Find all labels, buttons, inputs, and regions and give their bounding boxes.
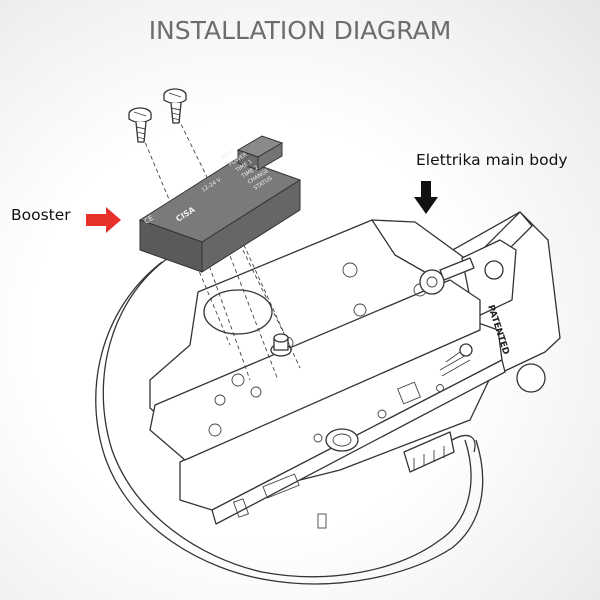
page-title: INSTALLATION DIAGRAM (148, 16, 452, 45)
screw-left (128, 107, 152, 143)
screw-right (163, 88, 187, 124)
main-body-arrow (414, 181, 438, 214)
main-body: PATENTED (149, 211, 561, 529)
booster-label: Booster (11, 206, 71, 224)
booster-module: CE CISA 12-24 V INPUT POWER TIME 1 TIME … (138, 135, 302, 273)
booster-arrow (86, 207, 121, 233)
main-body-label: Elettrika main body (416, 151, 568, 169)
booster-ce-mark: CE (143, 214, 155, 226)
cable-loop (95, 257, 484, 585)
mount-post (270, 333, 292, 357)
